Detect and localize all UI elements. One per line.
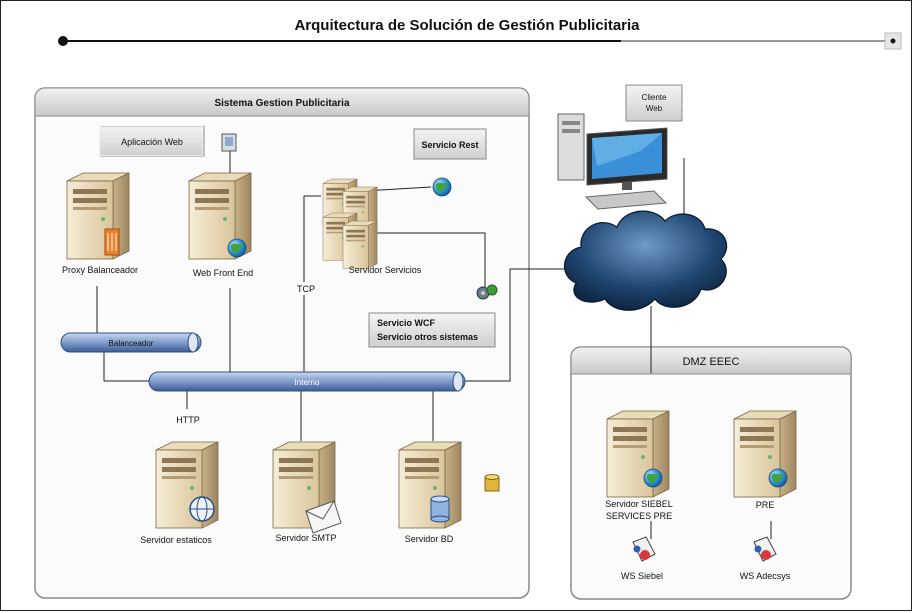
smtp-server-label: Servidor SMTP xyxy=(275,533,336,543)
internal-bus-label: Interno xyxy=(295,378,320,387)
main-panel-title: Sistema Gestion Publicitaria xyxy=(214,98,349,109)
static-server[interactable]: Servidor estaticos xyxy=(140,441,219,545)
web-client-callout[interactable]: Cliente Web xyxy=(625,84,683,122)
pre-server-label: PRE xyxy=(756,500,775,510)
http-label: HTTP xyxy=(176,415,200,425)
balancer-bus[interactable]: Balanceador xyxy=(60,332,202,353)
other-systems-label: Servicio otros sistemas xyxy=(377,332,478,342)
ws-siebel-icon[interactable]: WS Siebel xyxy=(621,536,663,581)
siebel-server[interactable]: Servidor SIEBEL SERVICES PRE xyxy=(605,410,673,521)
web-app-label: Aplicación Web xyxy=(121,137,183,147)
wcf-service-callout[interactable]: Servicio WCF Servicio otros sistemas xyxy=(368,312,496,348)
proxy-balancer-server[interactable]: Proxy Balanceador xyxy=(62,172,138,275)
internet-cloud xyxy=(564,210,728,311)
diagram-title: Arquitectura de Solución de Gestión Publ… xyxy=(294,17,640,34)
dmz-panel-title: DMZ EEEC xyxy=(683,356,740,368)
database-icon xyxy=(430,495,450,523)
wcf-gear-icon xyxy=(476,284,498,300)
web-app-callout[interactable]: Aplicación Web xyxy=(99,125,205,157)
static-server-label: Servidor estaticos xyxy=(140,535,212,545)
internal-bus[interactable]: Interno xyxy=(148,371,466,392)
services-server[interactable]: Servidor Servicios xyxy=(322,178,422,275)
ws-adecsys-label: WS Adecsys xyxy=(740,571,791,581)
tcp-label: TCP xyxy=(297,284,315,294)
ws-adecsys-icon[interactable]: WS Adecsys xyxy=(740,536,791,581)
db-server-label: Servidor BD xyxy=(405,534,454,544)
timeline-start-dot xyxy=(58,36,68,46)
ws-siebel-label: WS Siebel xyxy=(621,571,663,581)
rest-globe-icon xyxy=(432,177,452,197)
proxy-balancer-label: Proxy Balanceador xyxy=(62,265,138,275)
web-front-end-label: Web Front End xyxy=(193,268,253,278)
pre-server[interactable]: PRE xyxy=(733,410,797,510)
web-client-computer[interactable] xyxy=(557,113,668,210)
web-client-label-1: Cliente xyxy=(642,93,667,102)
smtp-server[interactable]: Servidor SMTP xyxy=(272,441,342,543)
wcf-service-label: Servicio WCF xyxy=(377,318,436,328)
dmz-panel: DMZ EEEC xyxy=(570,346,852,600)
balancer-bus-label: Balanceador xyxy=(109,339,154,348)
db-server[interactable]: Servidor BD xyxy=(398,441,500,544)
siebel-server-label-2: SERVICES PRE xyxy=(606,511,672,521)
storage-icon xyxy=(484,474,500,492)
web-front-end-server[interactable]: Web Front End xyxy=(188,133,253,278)
web-client-label-2: Web xyxy=(646,104,663,113)
services-server-label: Servidor Servicios xyxy=(349,265,422,275)
rest-service-callout[interactable]: Servicio Rest xyxy=(413,128,487,160)
rest-service-label: Servicio Rest xyxy=(421,140,478,150)
siebel-server-label-1: Servidor SIEBEL xyxy=(605,499,673,509)
